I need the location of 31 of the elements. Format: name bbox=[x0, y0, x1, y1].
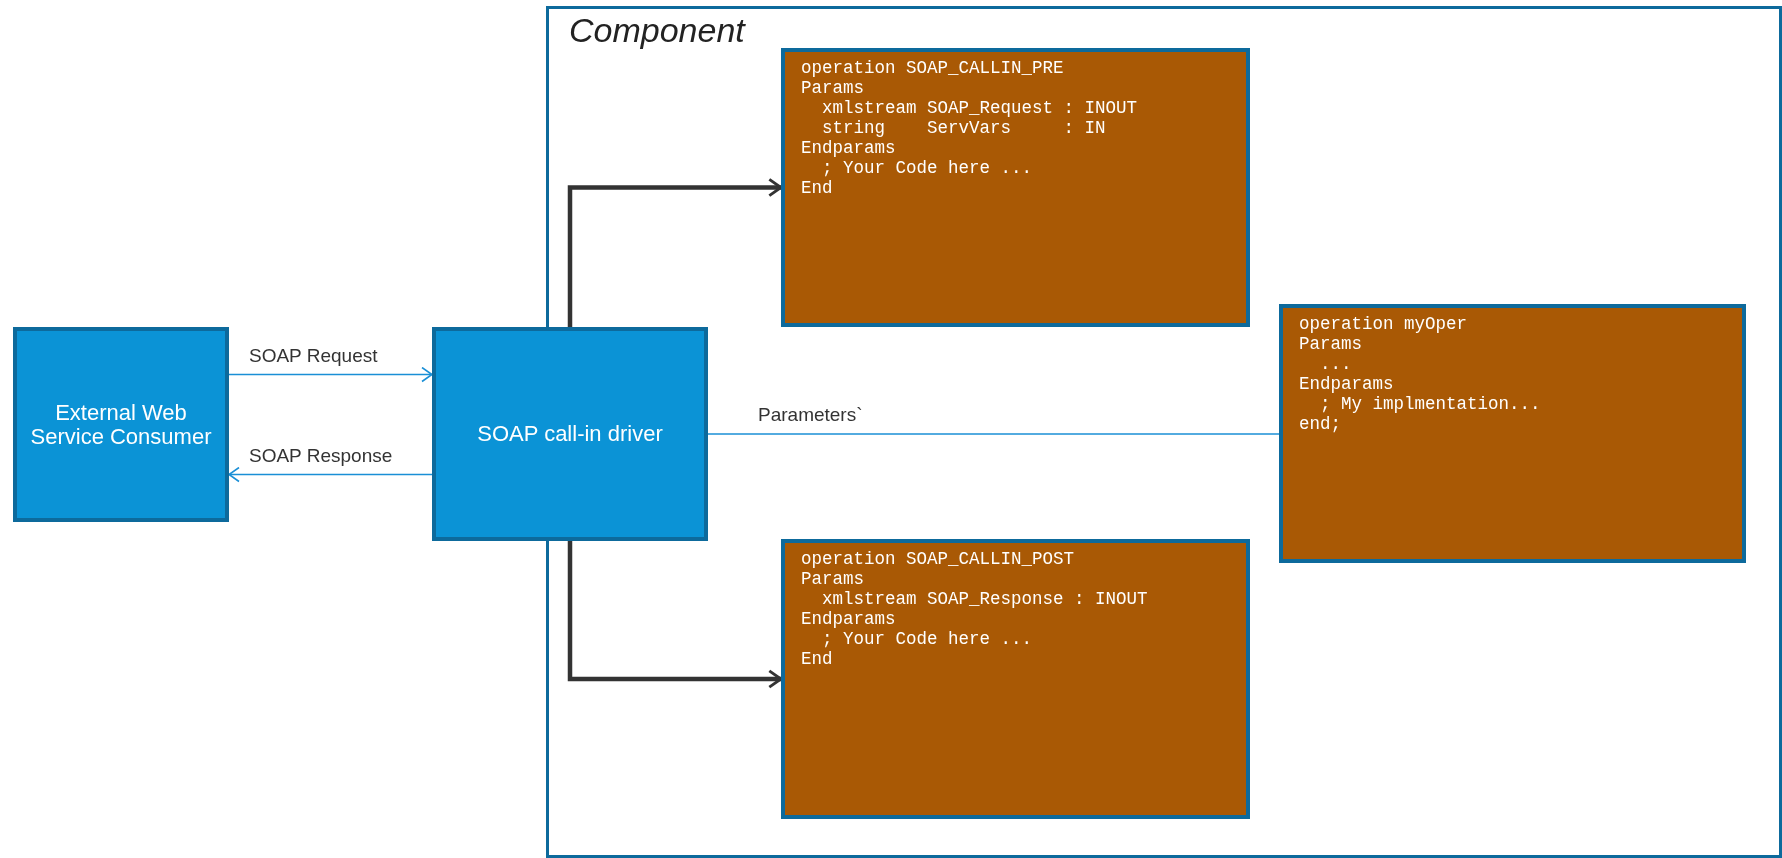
code-box bbox=[781, 539, 1250, 819]
code-line: ... bbox=[1319, 354, 1352, 374]
group-title: Component bbox=[569, 11, 745, 50]
process-box bbox=[432, 327, 708, 541]
code-line: Params bbox=[801, 569, 864, 589]
code-line: Params bbox=[1299, 334, 1362, 354]
code-line: End bbox=[801, 649, 833, 669]
code-line: xmlstream SOAP_Request : INOUT bbox=[821, 98, 1138, 118]
code-line: ; My implmentation... bbox=[1319, 394, 1541, 414]
code-line: operation myOper bbox=[1299, 314, 1468, 334]
component-frame bbox=[546, 6, 1782, 858]
code-line: ; Your Code here ... bbox=[821, 629, 1033, 649]
code-line: xmlstream SOAP_Response : INOUT bbox=[821, 589, 1148, 609]
code-line: operation SOAP_CALLIN_PRE bbox=[801, 58, 1064, 78]
code-line: ; Your Code here ... bbox=[821, 158, 1033, 178]
box-label: SOAP call-in driver bbox=[477, 422, 663, 446]
code-line: operation SOAP_CALLIN_POST bbox=[801, 549, 1075, 569]
arrow bbox=[228, 466, 433, 483]
code-line: Endparams bbox=[801, 609, 896, 629]
code-line: Params bbox=[801, 78, 864, 98]
arrow bbox=[228, 366, 433, 383]
code-box bbox=[1279, 304, 1746, 563]
code-line: end; bbox=[1299, 414, 1341, 434]
code-line: Endparams bbox=[1299, 374, 1394, 394]
code-line: string ServVars : IN bbox=[821, 118, 1106, 138]
code-line: End bbox=[801, 178, 833, 198]
arrow bbox=[567, 541, 783, 689]
code-line: Endparams bbox=[801, 138, 896, 158]
box-label: External Web Service Consumer bbox=[29, 400, 213, 449]
process-box bbox=[13, 327, 229, 522]
code-box bbox=[781, 48, 1250, 327]
